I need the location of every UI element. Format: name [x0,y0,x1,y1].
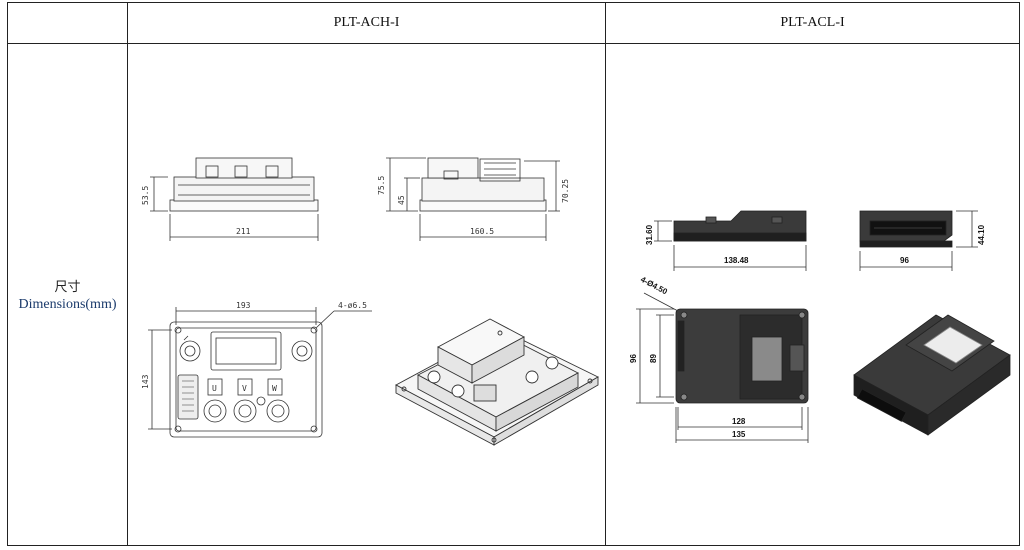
ach-end-right-height-label: 70.25 [561,178,570,202]
spec-table: PLT-ACH-I PLT-ACL-I 尺寸 Dimensions(mm) [7,2,1020,546]
acl-holes-label: 4-Ø4.50 [639,274,669,296]
column-header-acl: PLT-ACL-I [605,2,1020,44]
acl-side-height-label: 31.60 [645,224,654,245]
ach-drawings: 53.5 211 75.5 45 70.25 160.5 193 143 4-ø… [141,157,599,446]
ach-end-body-height-label: 45 [397,195,406,205]
acl-top-inner-width-label: 128 [732,417,746,426]
acl-side-view [654,210,807,271]
ach-top-width-label: 193 [236,301,251,310]
ach-phase-w-label: W [272,384,277,393]
ach-iso-view [395,317,599,446]
ach-drawings-cell: 53.5 211 75.5 45 70.25 160.5 193 143 4-ø… [127,43,606,546]
row-label-english: Dimensions(mm) [18,297,117,312]
acl-end-width-label: 96 [900,256,909,265]
row-label-chinese: 尺寸 [54,280,81,295]
ach-end-total-height-label: 75.5 [377,175,386,194]
ach-side-width-label: 211 [236,227,251,236]
acl-end-view [859,210,978,271]
acl-end-height-label: 44.10 [977,224,986,245]
acl-top-outer-width-label: 135 [732,430,746,439]
ach-side-height-label: 53.5 [141,185,150,204]
acl-top-outer-height-label: 96 [629,353,638,362]
ach-end-width-label: 160.5 [470,227,494,236]
acl-top-view [636,292,809,443]
ach-phase-v-label: V [242,384,247,393]
ach-top-view [148,306,372,437]
acl-drawings-cell: 31.60 138.48 44.10 96 4-Ø4.50 96 89 128 … [605,43,1020,546]
row-label-dimensions: 尺寸 Dimensions(mm) [7,43,128,546]
ach-top-height-label: 143 [141,374,150,389]
acl-side-width-label: 138.48 [724,256,749,265]
column-header-ach: PLT-ACH-I [127,2,606,44]
ach-phase-u-label: U [212,384,217,393]
ach-end-view [386,157,560,241]
ach-side-view [150,157,319,241]
ach-holes-label: 4-ø6.5 [338,301,367,310]
table-corner-cell [7,2,128,44]
acl-drawings: 31.60 138.48 44.10 96 4-Ø4.50 96 89 128 … [629,210,1011,443]
acl-iso-view [853,314,1011,436]
acl-top-inner-height-label: 89 [649,353,658,362]
